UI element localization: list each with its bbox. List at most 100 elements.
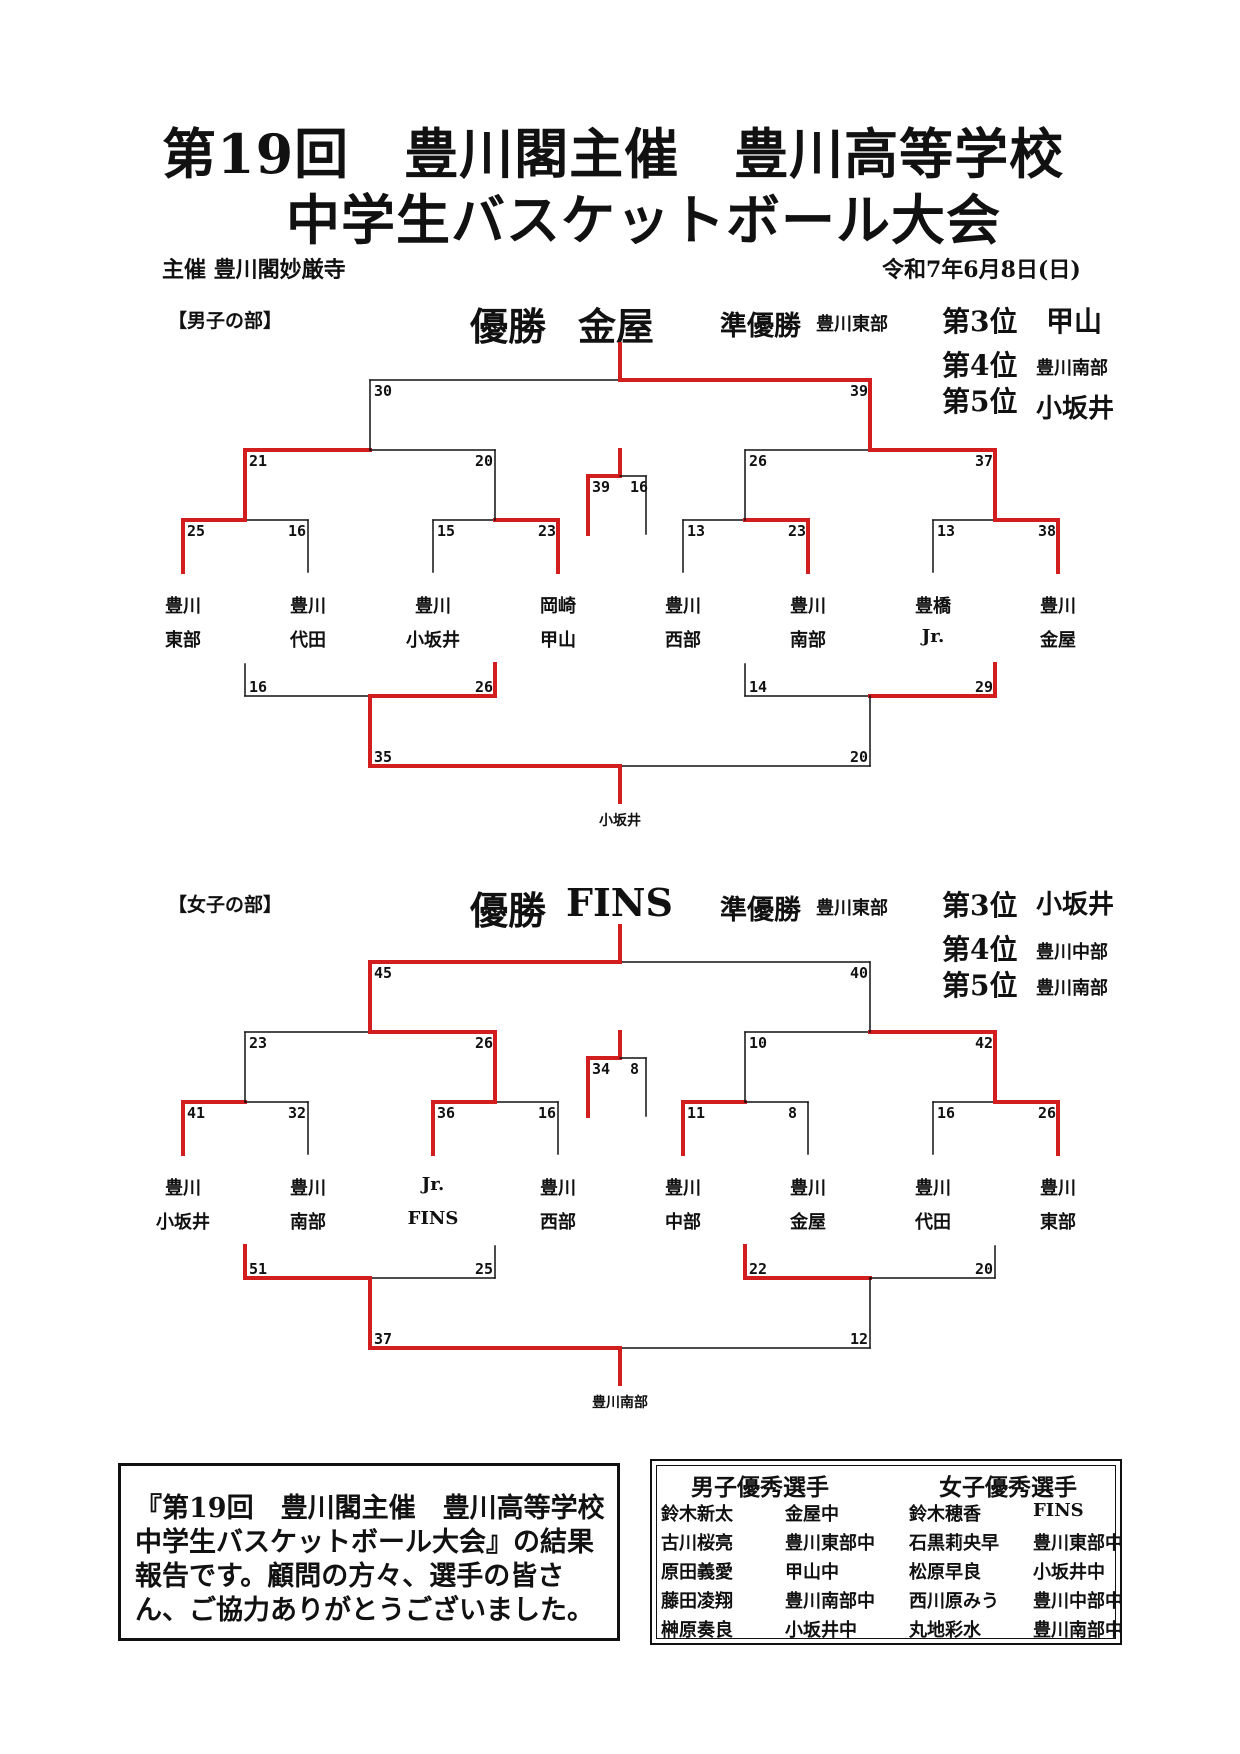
girls-r2-score: 26 bbox=[475, 1034, 494, 1052]
boys-team-name: 代田 bbox=[290, 630, 326, 651]
girls-final-score: 40 bbox=[850, 964, 869, 982]
boys-section-label: 【男子の部】 bbox=[168, 310, 283, 332]
boys-mvp-name: 藤田凌翔 bbox=[661, 1591, 733, 1612]
boys-team-name: 豊川 bbox=[415, 596, 451, 617]
boys-r1-score: 23 bbox=[538, 522, 557, 540]
girls-section-label: 【女子の部】 bbox=[168, 894, 283, 916]
girls-team-name: 中部 bbox=[665, 1212, 701, 1233]
boys-team-name: 小坂井 bbox=[406, 630, 460, 651]
boys-r1-score: 16 bbox=[288, 522, 307, 540]
girls-fourth: 豊川中部 bbox=[1036, 942, 1108, 963]
boys-r1-score: 13 bbox=[687, 522, 706, 540]
boys-team-name: Jr. bbox=[921, 626, 945, 647]
girls-r1-score: 16 bbox=[937, 1104, 956, 1122]
boys-r1-score: 15 bbox=[437, 522, 456, 540]
boys-runner-up-label: 準優勝 bbox=[720, 311, 801, 342]
girls-mvp-name: 鈴木穂香 bbox=[909, 1504, 981, 1525]
boys-mvp-school: 小坂井中 bbox=[785, 1620, 857, 1641]
girls-r1-score: 11 bbox=[687, 1104, 706, 1122]
boys-r2-score: 26 bbox=[749, 452, 768, 470]
boys-team-name: 甲山 bbox=[540, 630, 576, 651]
title-line-2: 中学生バスケットボール大会 bbox=[286, 188, 1001, 252]
boys-team-name: 東部 bbox=[165, 630, 201, 651]
boys-team-name: 岡崎 bbox=[540, 596, 576, 617]
boys-final-score: 39 bbox=[850, 382, 869, 400]
boys-consolation-winner: 小坂井 bbox=[599, 813, 641, 829]
girls-cons-score: 22 bbox=[749, 1260, 768, 1278]
girls-team-name: 豊川 bbox=[665, 1178, 701, 1199]
boys-fifth: 小坂井 bbox=[1036, 394, 1115, 424]
boys-team-name: 西部 bbox=[665, 630, 701, 651]
message-text: 『第19回 豊川閣主催 豊川高等学校中学生バスケットボール大会』の結果報告です。… bbox=[135, 1493, 605, 1626]
boys-mvp-name: 原田義愛 bbox=[661, 1562, 733, 1583]
girls-mvp-name: 丸地彩水 bbox=[909, 1620, 981, 1641]
boys-team-name: 豊川 bbox=[290, 596, 326, 617]
boys-mvp-school: 金屋中 bbox=[785, 1504, 839, 1525]
girls-team-name: 豊川 bbox=[290, 1178, 326, 1199]
girls-team-name: Jr. bbox=[421, 1174, 445, 1195]
boys-r1-score: 25 bbox=[187, 522, 206, 540]
boys-team-name: 豊橋 bbox=[915, 596, 951, 617]
girls-third: 小坂井 bbox=[1036, 890, 1115, 920]
girls-r2-score: 10 bbox=[749, 1034, 768, 1052]
boys-team-name: 金屋 bbox=[1040, 630, 1076, 651]
girls-r1-score: 36 bbox=[437, 1104, 456, 1122]
girls-winner: FINS bbox=[566, 880, 673, 925]
girls-r1-score: 8 bbox=[788, 1104, 798, 1122]
event-date: 令和7年6月8日(日) bbox=[882, 257, 1081, 283]
boys-fourth-label: 第4位 bbox=[942, 349, 1018, 382]
girls-mvp-heading: 女子優秀選手 bbox=[939, 1474, 1077, 1501]
boys-third-score: 16 bbox=[630, 478, 649, 496]
girls-team-name: 豊川 bbox=[1040, 1178, 1076, 1199]
boys-team-name: 豊川 bbox=[790, 596, 826, 617]
boys-cons-score: 26 bbox=[475, 678, 494, 696]
boys-mvp-name: 榊原奏良 bbox=[661, 1620, 733, 1641]
girls-team-name: FINS bbox=[407, 1208, 459, 1229]
girls-mvp-name: 西川原みう bbox=[909, 1591, 999, 1612]
boys-mvp-heading: 男子優秀選手 bbox=[691, 1474, 829, 1501]
boys-final-score: 30 bbox=[374, 382, 393, 400]
boys-r1-score: 38 bbox=[1038, 522, 1057, 540]
boys-team-name: 豊川 bbox=[1040, 596, 1076, 617]
girls-team-name: 豊川 bbox=[165, 1178, 201, 1199]
boys-team-name: 南部 bbox=[790, 630, 826, 651]
boys-winner-label: 優勝 bbox=[470, 304, 547, 349]
girls-third-score: 34 bbox=[592, 1060, 611, 1078]
message-box: 『第19回 豊川閣主催 豊川高等学校中学生バスケットボール大会』の結果報告です。… bbox=[118, 1463, 620, 1641]
girls-cons-final-score: 37 bbox=[374, 1330, 393, 1348]
boys-fourth: 豊川南部 bbox=[1036, 358, 1108, 379]
host-label: 主催 豊川閣妙厳寺 bbox=[162, 257, 346, 283]
girls-cons-score: 20 bbox=[975, 1260, 994, 1278]
boys-team-name: 豊川 bbox=[165, 596, 201, 617]
boys-r2-score: 37 bbox=[975, 452, 994, 470]
boys-r1-score: 13 bbox=[937, 522, 956, 540]
boys-team-name: 豊川 bbox=[665, 596, 701, 617]
girls-mvp-name: 松原早良 bbox=[909, 1562, 981, 1583]
boys-fifth-label: 第5位 bbox=[942, 385, 1018, 418]
boys-third-score: 39 bbox=[592, 478, 611, 496]
boys-cons-score: 14 bbox=[749, 678, 768, 696]
girls-cons-score: 51 bbox=[249, 1260, 268, 1278]
girls-runner-up-label: 準優勝 bbox=[720, 895, 801, 926]
girls-fifth-label: 第5位 bbox=[942, 969, 1018, 1002]
boys-cons-score: 29 bbox=[975, 678, 994, 696]
girls-team-name: 小坂井 bbox=[156, 1212, 210, 1233]
girls-team-name: 西部 bbox=[540, 1212, 576, 1233]
boys-mvp-school: 豊川南部中 bbox=[785, 1591, 875, 1612]
girls-mvp-school: 豊川南部中 bbox=[1033, 1620, 1123, 1641]
boys-third: 甲山 bbox=[1046, 305, 1103, 338]
boys-third-label: 第3位 bbox=[942, 305, 1018, 338]
boys-winner: 金屋 bbox=[578, 304, 655, 349]
girls-team-name: 東部 bbox=[1040, 1212, 1076, 1233]
girls-third-label: 第3位 bbox=[942, 889, 1018, 922]
girls-team-name: 南部 bbox=[290, 1212, 326, 1233]
boys-runner-up: 豊川東部 bbox=[816, 314, 888, 335]
girls-final-score: 45 bbox=[374, 964, 393, 982]
boys-r2-score: 20 bbox=[475, 452, 494, 470]
girls-third-score: 8 bbox=[630, 1060, 640, 1078]
boys-mvp-name: 鈴木新太 bbox=[661, 1504, 733, 1525]
girls-mvp-school: FINS bbox=[1033, 1500, 1084, 1521]
